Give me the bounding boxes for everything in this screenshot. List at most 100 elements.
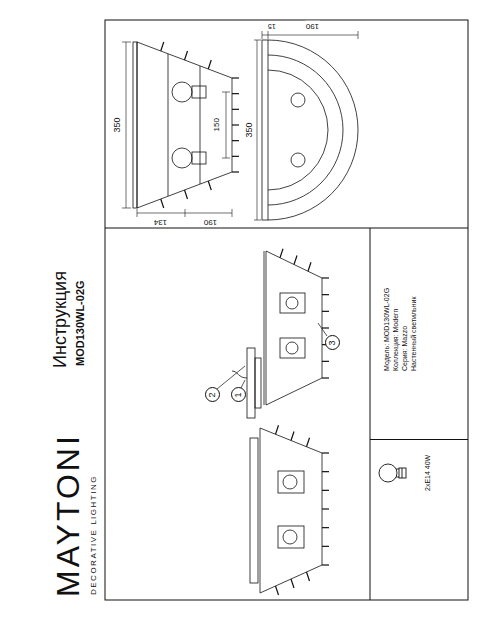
dimension-line [185,209,186,217]
side-view [283,530,297,544]
top-view [268,55,343,205]
dimension-line [254,40,261,41]
glass-rod [232,77,239,78]
bulb-icon [402,468,403,478]
side-view [232,251,322,593]
dimension-line [226,92,227,158]
front-view [168,54,169,196]
bulb-icon [379,464,397,482]
front-view [137,42,232,208]
dimension-line [232,209,233,217]
dimension-line [262,31,263,39]
glass-rod [208,181,211,190]
model-code: MOD130WL-02G [74,279,86,367]
side-view [286,342,298,354]
glass-rod [232,156,239,157]
glass-rod [322,471,329,472]
glass-rod [232,140,239,141]
front-view [133,42,137,208]
bulb-icon [396,469,399,470]
side-view [250,438,258,583]
front-view [133,42,232,208]
title: Инструкция [51,271,71,368]
dimension: 350 [113,116,123,133]
callout-number: 1 [231,388,246,403]
spec-text: Серия: Mazzo [400,232,409,371]
dimension-line [137,213,232,214]
glass-rod [322,527,329,528]
glass-rod [185,190,188,199]
leader-line [318,323,327,336]
dimension-line [122,208,131,209]
glass-rod [322,490,329,491]
glass-rod [232,109,239,110]
glass-rod [291,579,294,588]
front-view [192,152,206,164]
glass-rod [322,452,329,453]
glass-rod [322,327,329,328]
glass-rod [232,171,239,172]
dimension-line [262,35,358,36]
glass-rod [308,262,311,271]
dimension: 150 [213,117,222,132]
dimension: 190 [304,21,319,30]
glass-rod [161,42,164,51]
side-view [255,358,261,408]
dimension: 134 [152,217,167,226]
top-view [291,153,305,167]
top-view [268,70,328,190]
glass-rod [322,564,329,565]
bulb-icon [399,468,406,478]
dimension-line [222,158,230,159]
callout-number: 2 [205,388,220,403]
glass-rod [294,256,297,265]
glass-rod [322,361,329,362]
leader-line [217,323,327,389]
brand-logo: MAYTONI [51,432,86,598]
front-view [172,82,192,102]
callout-text: 2 [208,393,217,398]
spec-text: Коллекция: Modern [391,232,400,371]
front-view [192,86,206,98]
frame [105,20,468,600]
glass-rod [280,249,283,258]
glass-rod [322,546,329,547]
side-view [280,293,305,313]
glass-rod [185,51,188,60]
glass-rod [322,311,329,312]
frame [105,20,468,600]
side-view [280,338,305,358]
spec-text: Настенный светильник [409,232,418,371]
glass-rod [322,377,329,378]
top-view [268,40,358,220]
side-view [278,471,304,493]
bulb-icon [396,477,399,478]
glass-rod [232,124,239,125]
glass-rod [232,93,239,94]
glass-rod [322,508,329,509]
callout-text: 3 [328,341,337,346]
spec-text: Модель: MOD130WL-02G [382,232,391,371]
glass-rod [276,425,279,434]
side-view [283,475,297,489]
callout-number: 3 [325,336,340,351]
front-view [172,148,192,168]
dimension-line [268,31,269,39]
glass-rod [208,60,211,69]
top-view [291,93,305,107]
dimension: 15 [267,22,277,30]
side-view [286,297,298,309]
dimension-line [122,31,358,220]
dimension-line [257,40,258,220]
dimension-line [122,42,131,43]
dimension-line [358,31,359,39]
glass-rod [276,586,279,595]
dimension-line [126,42,127,208]
glass-rod [161,199,164,208]
dimension-line [137,209,138,217]
spec-box: Модель: MOD130WL-02GКоллекция: ModernСер… [370,228,468,440]
leader-line [217,366,245,389]
side-view [278,526,304,548]
glass-rod [322,277,329,278]
